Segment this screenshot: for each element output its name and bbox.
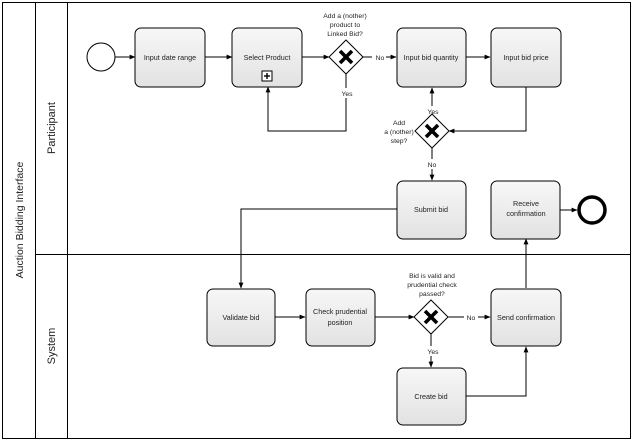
task-create-bid[interactable]: Create bid	[396, 367, 467, 426]
gateway-add-step[interactable]	[414, 113, 450, 149]
tasks: Input date range Select Product Input bi…	[134, 27, 562, 426]
lane-title-system: System	[46, 328, 58, 365]
edge-label-yes-2: Yes	[427, 109, 439, 116]
edge-label-bg	[425, 159, 439, 169]
edge-label-yes-3: Yes	[427, 349, 439, 356]
task-submit-bid[interactable]: Submit bid	[396, 180, 467, 240]
gateway-label-add-step: Add a (nother) step?	[384, 120, 413, 145]
flow-create-to-send	[466, 346, 529, 397]
edge-label-bg	[338, 88, 355, 98]
gateway-bid-valid[interactable]	[413, 299, 449, 335]
pool-title: Auction Bidding Interface	[14, 161, 26, 278]
task-label: Send confirmation	[497, 313, 555, 322]
flow-gateway1-yes-loop	[265, 74, 347, 132]
task-label: Receive	[513, 199, 539, 208]
task-label: position	[328, 318, 353, 327]
start-event[interactable]	[86, 42, 116, 72]
edge-label-bg	[424, 106, 441, 116]
gateway-label-line: product to	[330, 22, 360, 29]
task-label: Input date range	[144, 53, 196, 62]
edge-label-bg	[372, 52, 386, 62]
task-label: Submit bid	[414, 205, 448, 214]
gateway-add-linked-bid[interactable]	[328, 39, 364, 75]
edge-label-bg	[464, 312, 478, 322]
gateway-label-bid-valid: Bid is valid and prudential check passed…	[407, 273, 457, 298]
gateway-label-line: prudential check	[407, 282, 457, 289]
task-validate-bid[interactable]: Validate bid	[206, 288, 276, 347]
task-input-date-range[interactable]: Input date range	[134, 27, 206, 88]
gateway-label-line: Bid is valid and	[409, 273, 455, 280]
sequence-flows	[115, 54, 578, 397]
task-input-bid-quantity[interactable]: Input bid quantity	[396, 27, 467, 88]
exclusive-x-icon	[423, 309, 439, 325]
edge-label-bg	[424, 346, 441, 356]
gateway-label-line: step?	[391, 138, 408, 145]
task-label: Create bid	[414, 392, 447, 401]
task-input-bid-price[interactable]: Input bid price	[490, 27, 562, 88]
gateway-label-line: passed?	[419, 291, 445, 298]
exclusive-x-icon	[424, 123, 440, 139]
subprocess-plus-icon	[261, 70, 273, 82]
task-send-confirmation[interactable]: Send confirmation	[490, 288, 562, 347]
edge-label-no-3: No	[467, 315, 476, 322]
task-label: Check prudential	[313, 307, 367, 316]
edge-label-no-1: No	[376, 55, 385, 62]
gateway-label-line: a (nother)	[384, 129, 413, 136]
task-label: Input bid quantity	[404, 53, 459, 62]
task-label: Input bid price	[503, 53, 548, 62]
edge-labels: No Yes Yes No No Yes	[338, 52, 478, 356]
task-label: Validate bid	[222, 313, 259, 322]
flow-price-to-gateway2	[448, 87, 527, 134]
task-label: Select Product	[244, 53, 291, 62]
gateway-label-line: Add a (nother)	[323, 13, 366, 20]
task-receive-confirmation[interactable]: Receive confirmation	[490, 180, 561, 240]
gateway-label-add-linked-bid: Add a (nother) product to Linked Bid?	[323, 13, 366, 38]
edge-label-yes-1: Yes	[341, 91, 353, 98]
exclusive-x-icon	[338, 49, 354, 65]
edge-label-no-2: No	[428, 162, 437, 169]
lane-title-participant: Participant	[46, 102, 58, 154]
end-event[interactable]	[577, 195, 607, 225]
gateway-label-line: Add	[393, 120, 405, 127]
gateway-label-line: Linked Bid?	[327, 31, 363, 38]
task-select-product[interactable]: Select Product	[231, 27, 303, 88]
flow-submit-to-validate	[238, 208, 397, 289]
task-check-prudential-position[interactable]: Check prudential position	[305, 288, 376, 347]
task-label: confirmation	[506, 209, 545, 218]
